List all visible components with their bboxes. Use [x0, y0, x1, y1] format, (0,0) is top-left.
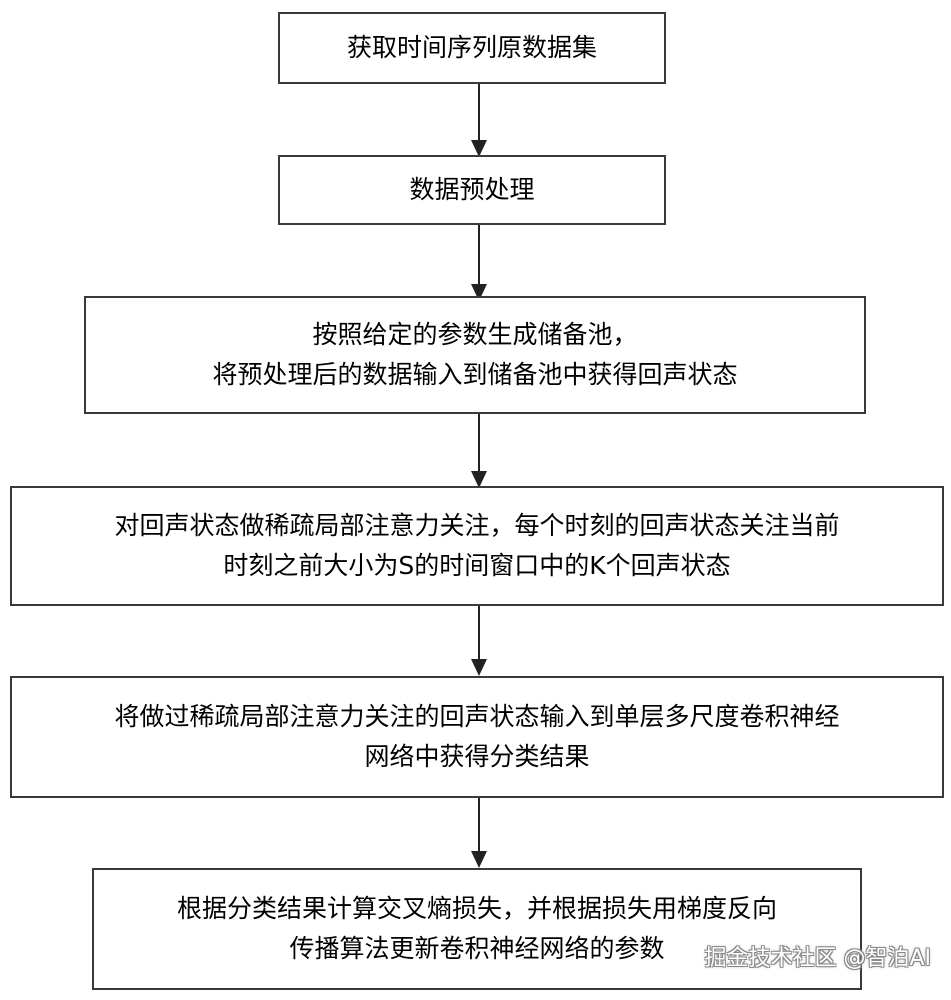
- step-4-text-line-1: 对回声状态做稀疏局部注意力关注，每个时刻的回声状态关注当前: [114, 511, 840, 540]
- step-1-box: 获取时间序列原数据集: [278, 12, 666, 84]
- step-4-text-line-2: 时刻之前大小为S的时间窗口中的K个回声状态: [223, 551, 731, 580]
- watermark: 掘金技术社区 @智泊AI: [704, 946, 931, 971]
- step-5-box: 将做过稀疏局部注意力关注的回声状态输入到单层多尺度卷积神经 网络中获得分类结果: [10, 676, 944, 798]
- step-4-box: 对回声状态做稀疏局部注意力关注，每个时刻的回声状态关注当前 时刻之前大小为S的时…: [10, 486, 944, 606]
- step-3-text-line-2: 将预处理后的数据输入到储备池中获得回声状态: [212, 360, 738, 389]
- step-6-text-line-1: 根据分类结果计算交叉熵损失，并根据损失用梯度反向: [176, 894, 777, 923]
- step-3-box: 按照给定的参数生成储备池， 将预处理后的数据输入到储备池中获得回声状态: [84, 296, 866, 414]
- step-2-box: 数据预处理: [278, 155, 666, 225]
- step-6-box: 根据分类结果计算交叉熵损失，并根据损失用梯度反向 传播算法更新卷积神经网络的参数: [92, 868, 862, 990]
- step-5-text-line-2: 网络中获得分类结果: [364, 742, 590, 771]
- step-2-text: 数据预处理: [409, 175, 535, 204]
- step-5-text-line-1: 将做过稀疏局部注意力关注的回声状态输入到单层多尺度卷积神经: [114, 702, 840, 731]
- step-6-text-line-2: 传播算法更新卷积神经网络的参数: [289, 934, 665, 963]
- step-3-text-line-1: 按照给定的参数生成储备池，: [312, 320, 638, 349]
- step-1-text: 获取时间序列原数据集: [346, 33, 597, 62]
